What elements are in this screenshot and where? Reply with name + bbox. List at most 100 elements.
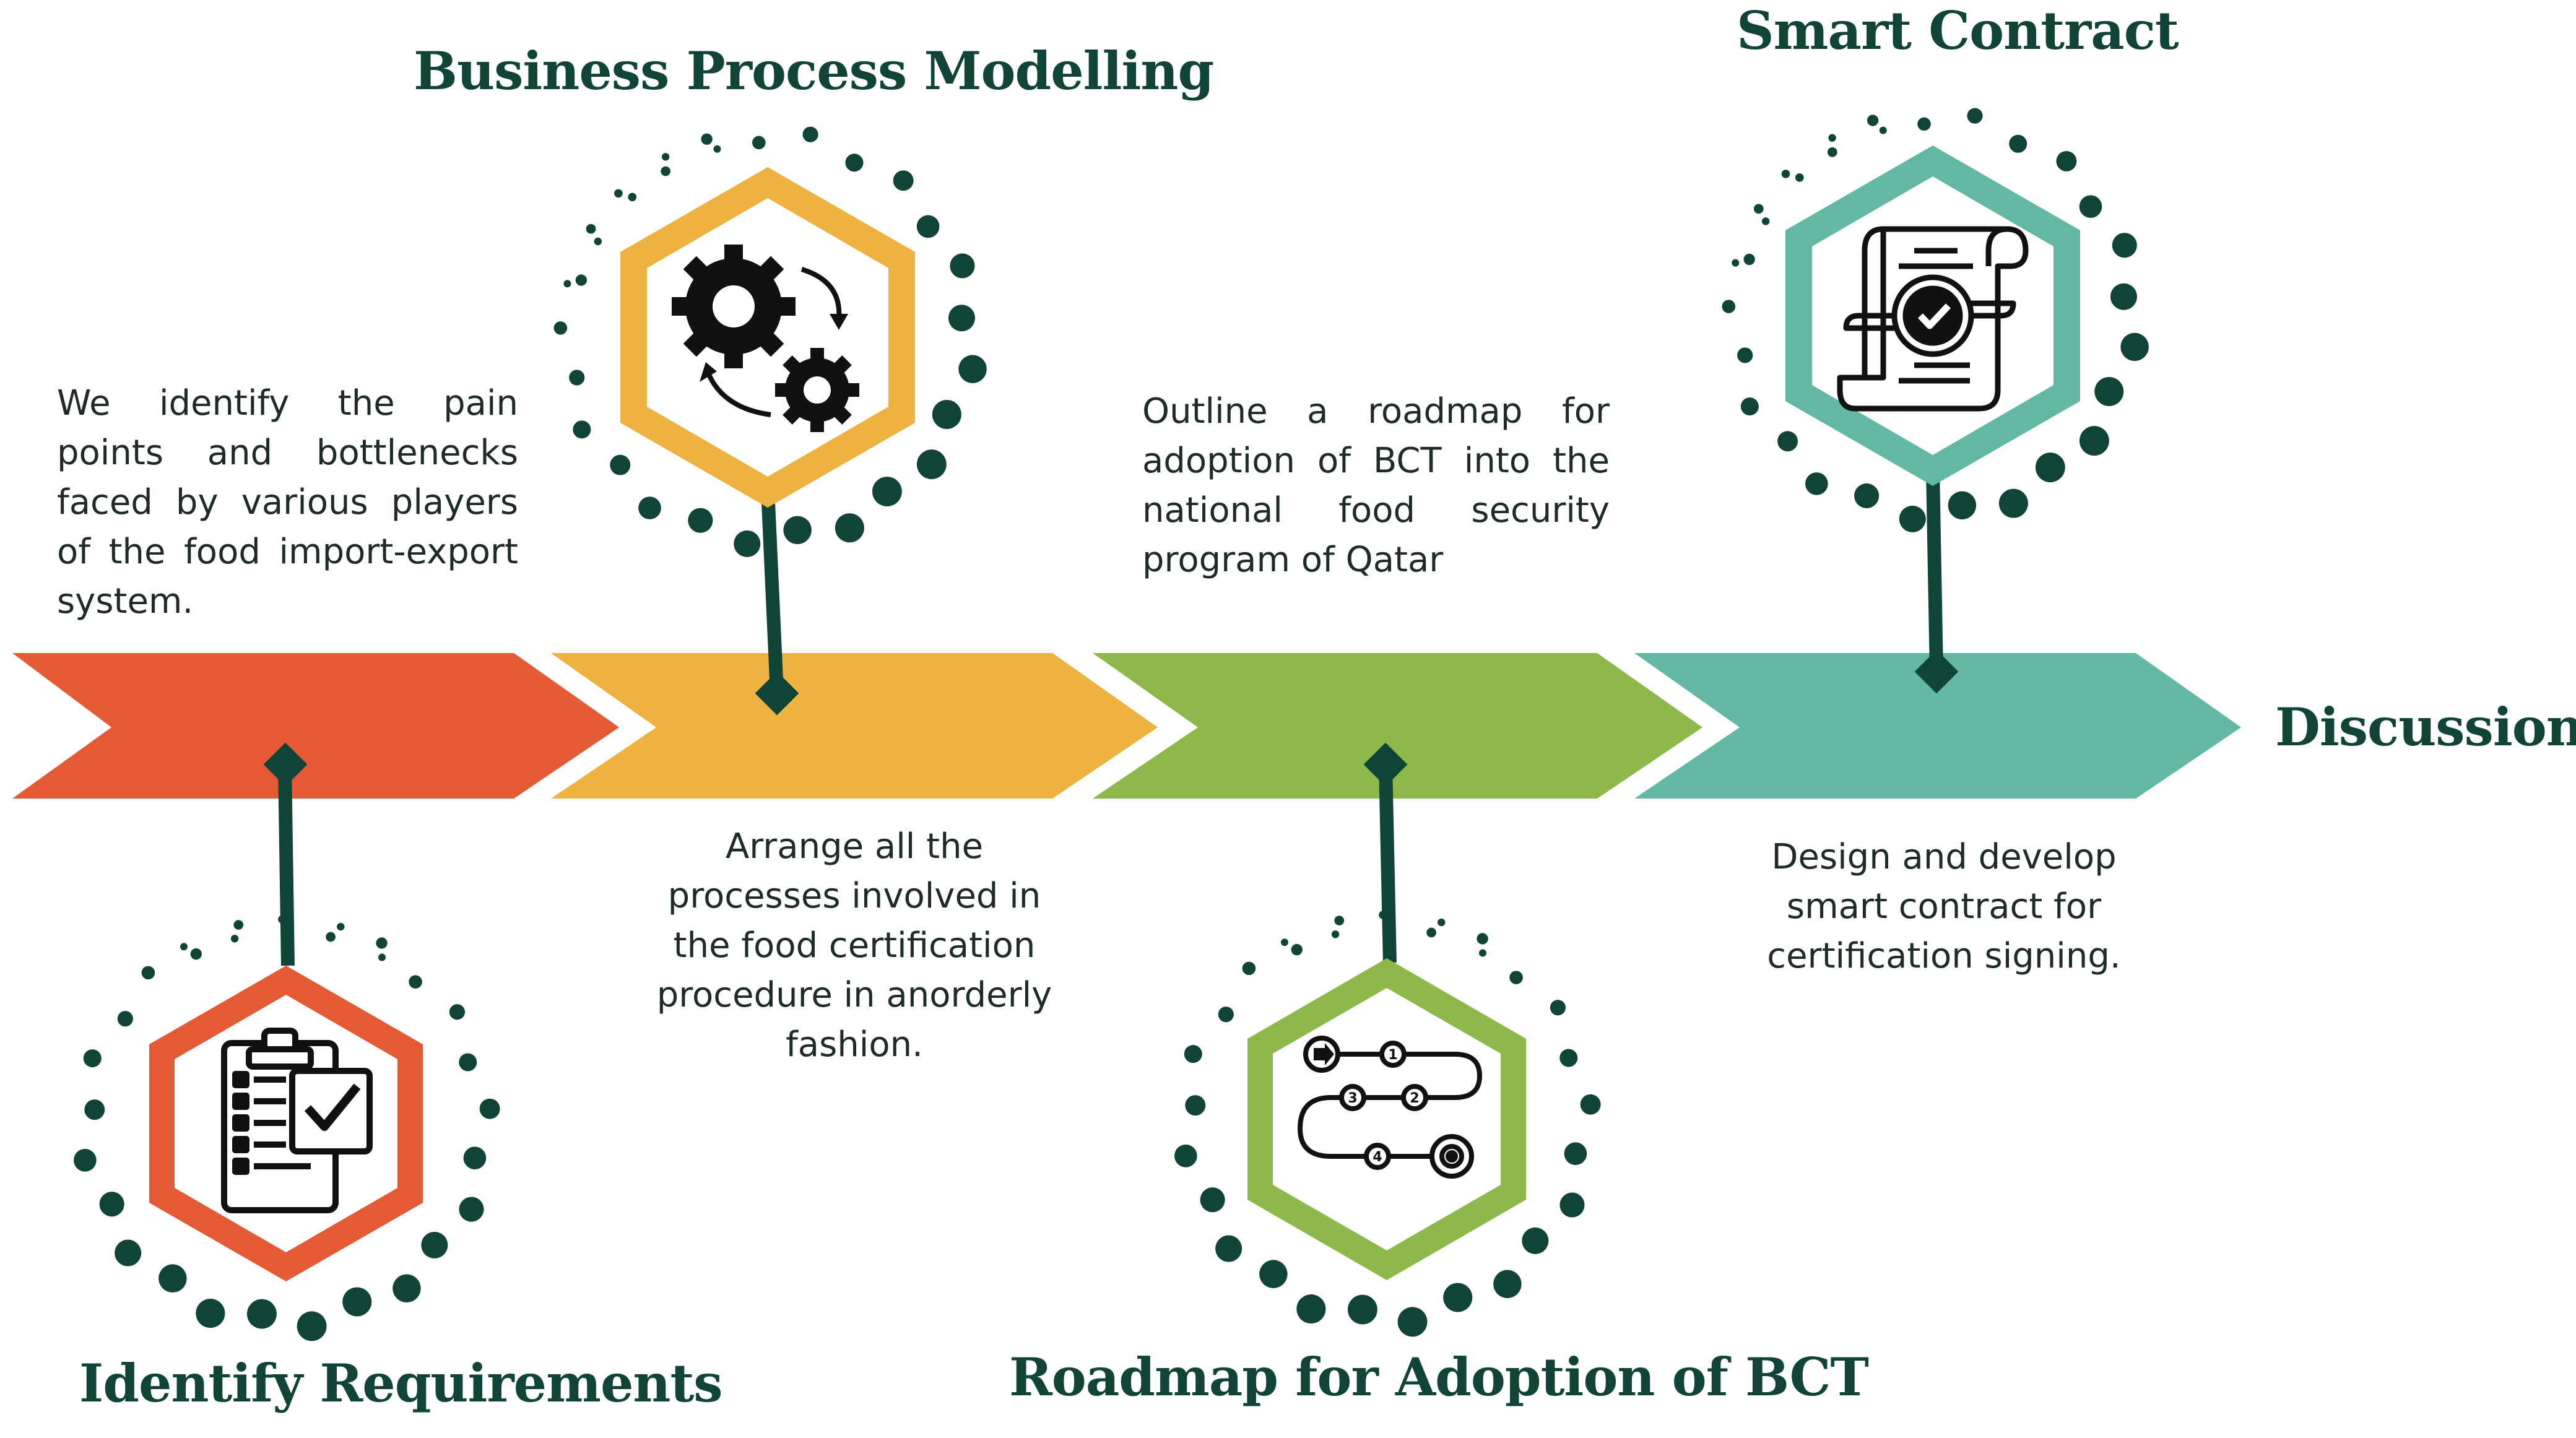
connector-diamond-4: [1914, 649, 1959, 694]
halo-dot: [115, 1239, 142, 1267]
halo-dot: [180, 943, 188, 951]
halo-dot: [479, 1098, 500, 1119]
halo-dot: [1737, 347, 1753, 363]
halo-dot: [594, 237, 602, 246]
halo-dot: [1347, 1294, 1377, 1325]
svg-text:1: 1: [1388, 1047, 1397, 1063]
halo-dot: [614, 189, 623, 198]
halo-dot: [1740, 397, 1759, 416]
halo-dot: [872, 477, 902, 506]
gear-tooth: [810, 348, 824, 360]
gear-tooth: [759, 332, 784, 357]
halo-dot: [1185, 1095, 1206, 1116]
halo-dot: [638, 496, 661, 519]
arrow-segment-2: [551, 653, 1158, 799]
halo-dot: [661, 153, 670, 161]
halo-dot: [688, 508, 713, 533]
halo-dot: [563, 280, 571, 288]
halo-dot: [845, 154, 864, 172]
halo-dot: [1259, 1260, 1288, 1288]
halo-dot: [2112, 233, 2137, 258]
halo-dot: [569, 370, 585, 386]
halo-dot: [1998, 488, 2028, 518]
halo-dot: [463, 1146, 487, 1169]
connector-line-4: [1926, 470, 1943, 672]
halo-dot: [1477, 933, 1488, 945]
halo-dot: [893, 170, 914, 191]
halo-dot: [190, 948, 202, 960]
halo-dot: [1550, 1000, 1566, 1016]
halo-dot: [421, 1231, 448, 1258]
halo-dot: [1438, 918, 1446, 927]
halo-dot: [1379, 911, 1387, 919]
halo-dot: [278, 915, 287, 924]
halo-dot: [459, 1197, 484, 1222]
halo-dot: [802, 126, 818, 142]
connector-line-3: [1379, 764, 1397, 963]
halo-dot: [2120, 332, 2149, 362]
halo-dot: [734, 530, 761, 557]
halo-dot: [1331, 930, 1340, 938]
halo-dot: [1777, 431, 1798, 452]
contract-scroll-icon: [1837, 226, 2029, 412]
halo-dot: [2110, 283, 2138, 310]
halo-dot: [1805, 472, 1828, 495]
halo-dot: [1386, 923, 1395, 932]
stage-description-business-process-modelling: Arrange all the processes involved in th…: [656, 826, 1052, 1065]
halo-dot: [1218, 1007, 1234, 1023]
gear-tooth: [833, 355, 852, 374]
halo-dot: [1215, 1235, 1242, 1262]
halo-dot: [246, 1299, 277, 1329]
halo-dot: [701, 133, 713, 145]
halo-dot: [2079, 426, 2109, 456]
halo-dot: [230, 935, 239, 943]
halo-dot: [2094, 376, 2124, 407]
halo-dot: [1559, 1192, 1585, 1218]
halo-dot: [1479, 949, 1486, 957]
halo-dot: [1761, 217, 1770, 225]
halo-dot: [1899, 505, 1926, 532]
stage-description-identify-requirements: We identify the pain points and bottlene…: [57, 383, 518, 622]
halo-dot: [1828, 134, 1836, 142]
halo-dot: [1200, 1187, 1225, 1213]
clipboard-checklist-icon: [221, 1028, 373, 1213]
gear-tooth: [759, 256, 784, 281]
gear-tooth: [810, 420, 824, 432]
arrow-segment-3: [1093, 653, 1702, 799]
halo-dot: [83, 1049, 102, 1068]
halo-dot: [117, 1011, 133, 1027]
gear-tooth: [783, 406, 801, 425]
gear-tooth: [783, 355, 801, 374]
halo-dot: [409, 975, 422, 989]
halo-dot: [1917, 117, 1931, 131]
gears-cycle-icon: [672, 245, 859, 432]
halo-dot: [342, 1287, 372, 1317]
halo-dot: [326, 932, 336, 942]
halo-dot: [1334, 916, 1345, 925]
halo-dot: [950, 253, 975, 279]
halo-dot: [1795, 173, 1804, 182]
gear-tooth: [683, 256, 708, 281]
svg-text:3: 3: [1348, 1091, 1357, 1106]
halo-dot: [1522, 1227, 1549, 1254]
halo-dot: [1426, 927, 1436, 938]
arrow-segment-4: [1634, 653, 2241, 799]
halo-dot: [1281, 938, 1288, 946]
halo-dot: [586, 223, 596, 234]
halo-dot: [610, 454, 631, 475]
connector-line-1: [278, 764, 295, 966]
stage-title-business-process-modelling: Business Process Modelling: [414, 40, 1214, 102]
halo-dot: [1509, 971, 1523, 984]
halo-dot: [835, 513, 864, 543]
halo-dot: [1580, 1094, 1601, 1115]
halo-dot: [1854, 483, 1880, 509]
halo-dot: [459, 1053, 477, 1072]
halo-dot: [2056, 150, 2077, 171]
halo-dot: [1948, 491, 1977, 520]
connector-line-2: [761, 488, 784, 694]
halo-dot: [2009, 134, 2027, 153]
halo-dot: [1493, 1270, 1522, 1298]
halo-dot: [1291, 943, 1303, 956]
halo-dot: [1743, 253, 1755, 266]
halo-dot: [1174, 1144, 1197, 1167]
